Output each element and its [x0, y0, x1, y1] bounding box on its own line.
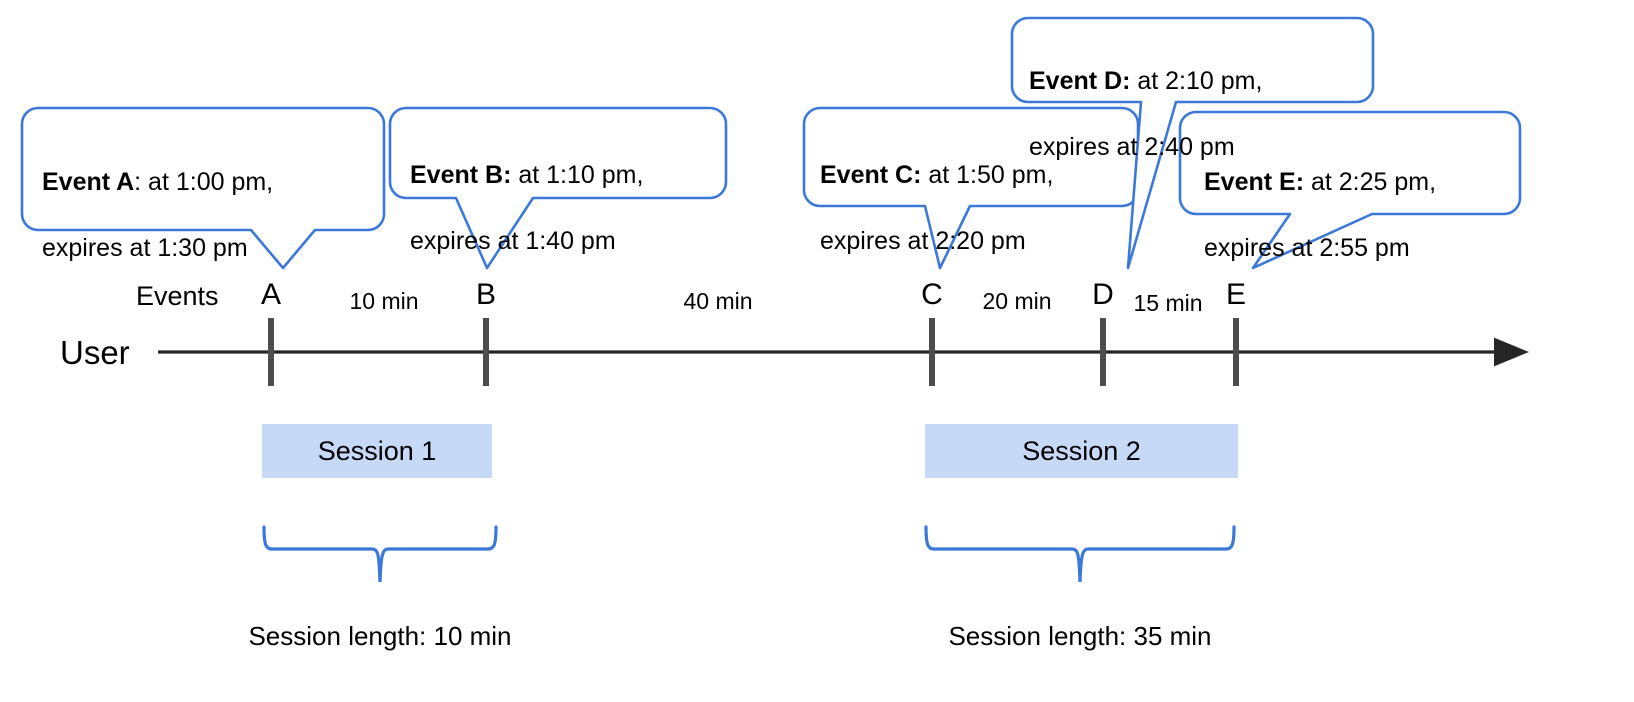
event-a-callout-text: Event A: at 1:00 pm, expires at 1:30 pm: [42, 133, 372, 265]
event-b-callout-text: Event B: at 1:10 pm, expires at 1:40 pm: [410, 126, 720, 258]
session-1-brace: [262, 525, 498, 583]
session-2-brace: [924, 525, 1236, 583]
event-e-callout-shape: [1178, 110, 1522, 270]
event-letter-b: B: [475, 278, 496, 311]
event-e-callout-rest: at 2:25 pm,: [1304, 168, 1437, 196]
session-1-label: Session 1: [317, 435, 437, 466]
event-c-callout-rest: at 1:50 pm,: [921, 161, 1054, 189]
event-c-callout-line2: expires at 2:20 pm: [820, 227, 1026, 255]
event-b-callout-shape: [388, 106, 728, 270]
interval-label-bc: 40 min: [683, 288, 753, 314]
event-letter-c: C: [921, 278, 943, 311]
event-b-callout-line2: expires at 1:40 pm: [410, 227, 616, 255]
event-a-callout-rest: : at 1:00 pm,: [134, 168, 274, 196]
event-a-callout-line2: expires at 1:30 pm: [42, 234, 248, 262]
event-b-callout-bold: Event B:: [410, 161, 512, 189]
session-1-caption: Session length: 10 min: [248, 621, 512, 651]
event-d-callout-rest: at 2:10 pm,: [1130, 67, 1263, 95]
session-2-box: Session 2: [925, 424, 1238, 478]
session-1-box: Session 1: [262, 424, 492, 478]
event-letter-a: A: [260, 278, 281, 311]
event-a-callout-bold: Event A: [42, 168, 135, 196]
event-d-callout-line2: expires at 2:40 pm: [1029, 133, 1235, 161]
event-c-callout-bold: Event C:: [820, 161, 922, 189]
event-b-callout-rest: at 1:10 pm,: [511, 161, 644, 189]
events-row-label: Events: [136, 281, 219, 311]
event-a-callout-shape: [20, 106, 386, 270]
event-letter-d: D: [1092, 278, 1114, 311]
interval-label-de: 15 min: [1133, 290, 1203, 316]
event-d-callout-text: Event D: at 2:10 pm, expires at 2:40 pm: [1029, 32, 1369, 164]
event-c-callout-shape: [802, 106, 1140, 270]
session-2-caption: Session length: 35 min: [948, 621, 1212, 651]
interval-label-ab: 10 min: [349, 288, 419, 314]
event-c-callout-text: Event C: at 1:50 pm, expires at 2:20 pm: [820, 126, 1132, 258]
event-d-callout-shape: [1010, 16, 1375, 270]
event-e-callout-text: Event E: at 2:25 pm, expires at 2:55 pm: [1204, 133, 1520, 265]
event-d-callout-bold: Event D:: [1029, 67, 1131, 95]
user-axis-label: User: [60, 334, 130, 371]
session-2-label: Session 2: [1022, 435, 1141, 466]
event-letter-e: E: [1225, 278, 1246, 311]
event-e-callout-bold: Event E:: [1204, 168, 1305, 196]
interval-label-cd: 20 min: [982, 288, 1052, 314]
event-e-callout-line2: expires at 2:55 pm: [1204, 234, 1410, 262]
